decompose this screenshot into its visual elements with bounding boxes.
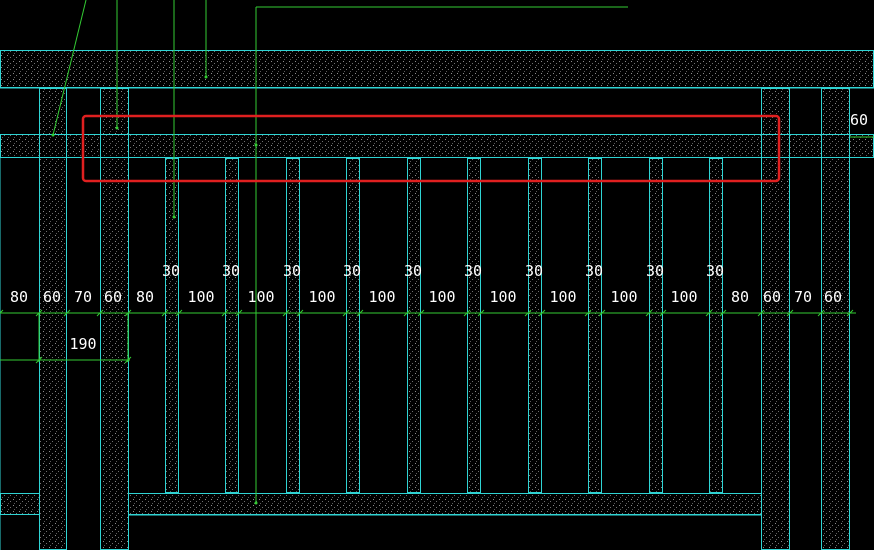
leader-dot-1 [51,133,55,137]
baluster-8-outline [588,158,602,493]
dim-tick-24 [705,309,713,317]
dim-top-14: 100 [670,288,697,306]
baluster-7-outline [528,158,542,493]
leader-dot-3 [172,215,176,219]
baluster-4-outline [346,158,360,493]
dim-tick-10 [282,309,290,317]
bottom-rail-fill [128,493,762,515]
baluster-5-outline [407,158,421,493]
highlight-rectangle [81,114,781,183]
baluster-9-fill [649,158,663,493]
dim-top-11: 100 [489,288,516,306]
dim-top-7: 100 [247,288,274,306]
post-right-inner-fill [761,88,790,550]
baluster-5-fill [407,158,421,493]
dim-baluster-5: 30 [404,262,422,280]
top-rail-fill [0,50,874,88]
dim-baluster-10: 30 [706,262,724,280]
dim-baluster-6: 30 [464,262,482,280]
dim-tick-17 [477,309,485,317]
baluster-2-outline [225,158,239,493]
dim-top-2: 60 [43,288,61,306]
leader-dot-2 [115,126,119,130]
dim-baluster-4: 30 [343,262,361,280]
dim-tick-19 [538,309,546,317]
baluster-1-outline [165,158,179,493]
dim-baluster-8: 30 [585,262,603,280]
dim-tick-23 [659,309,667,317]
dim-baluster-9: 30 [646,262,664,280]
dim-tick-14 [403,309,411,317]
baluster-1-fill [165,158,179,493]
dim-top-6: 100 [187,288,214,306]
dim-baluster-1: 30 [162,262,180,280]
dim-top-1: 80 [10,288,28,306]
dim-left-lower: 190 [69,335,96,353]
bottom-rail-left-fill [0,493,40,515]
dim-top-18: 60 [824,288,842,306]
baluster-10-outline [709,158,723,493]
dim-tick-18 [524,309,532,317]
dim-tick-21 [598,309,606,317]
dim-top-16: 60 [763,288,781,306]
dim-right: 60 [850,111,868,129]
dim-tick-16 [463,309,471,317]
dim-baluster-2: 30 [222,262,240,280]
dim-top-10: 100 [428,288,455,306]
dim-baluster-3: 30 [283,262,301,280]
dim-top-15: 80 [731,288,749,306]
dim-tick-22 [645,309,653,317]
dim-tick-27 [786,309,794,317]
member-outlines [0,50,874,550]
dim-tick-4 [96,309,104,317]
baluster-10-fill [709,158,723,493]
dim-tick-8 [221,309,229,317]
baluster-2-fill [225,158,239,493]
baluster-6-fill [467,158,481,493]
post-right-outer-fill [821,88,850,550]
dim-tick-1 [0,309,4,314]
baluster-3-outline [286,158,300,493]
dim-top-8: 100 [308,288,335,306]
hatched-members [0,50,874,550]
dim-tick-9 [235,309,243,317]
dim-tick-6 [161,309,169,317]
dim-top-12: 100 [549,288,576,306]
dim-tick-20 [584,309,592,317]
baluster-8-fill [588,158,602,493]
dim-tick-29 [846,309,854,317]
leader-1 [52,0,87,136]
leader-dot-6 [254,501,258,505]
baluster-3-fill [286,158,300,493]
dim-top-17: 70 [794,288,812,306]
dim-top-13: 100 [610,288,637,306]
post-left-inner-fill [100,88,129,550]
dim-top-4: 60 [104,288,122,306]
baluster-9-outline [649,158,663,493]
dim-tick-12 [342,309,350,317]
baluster-6-outline [467,158,481,493]
dim-tick-15 [417,309,425,317]
dim-tick-26 [757,309,765,317]
dim-tick-28 [817,309,825,317]
post-left-outer-fill [39,88,67,550]
dim-baluster-7: 30 [525,262,543,280]
dimension-lines [0,309,856,364]
dim-tick-11 [296,309,304,317]
dim-tick-7 [175,309,183,317]
leader-lines [51,0,874,505]
baluster-4-fill [346,158,360,493]
dim-top-5: 80 [136,288,154,306]
baluster-7-fill [528,158,542,493]
dim-tick-13 [356,309,364,317]
leader-dot-5 [254,143,258,147]
dim-tick-3 [63,309,71,317]
dim-tick-25 [719,309,727,317]
dim-top-3: 70 [74,288,92,306]
upper-rail-fill [0,134,874,158]
leader-dot-4 [204,75,208,79]
dim-top-9: 100 [368,288,395,306]
